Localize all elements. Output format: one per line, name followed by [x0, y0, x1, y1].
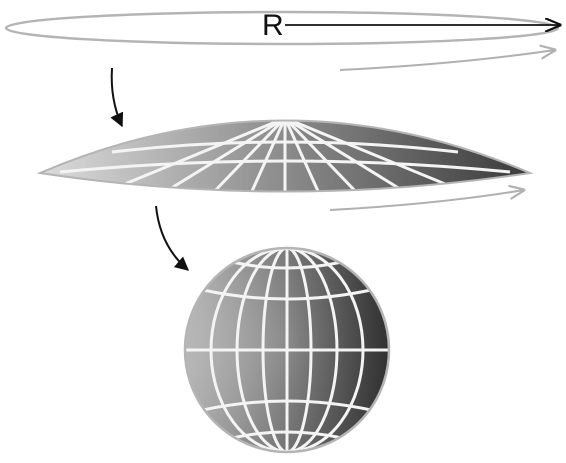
rotation-arrow-top	[339, 50, 555, 71]
lens-grid	[59, 120, 511, 192]
transition-arrow-1	[110, 67, 124, 128]
sphere-outline	[183, 246, 391, 454]
sphere-grid	[185, 248, 389, 452]
radius-label: R	[262, 9, 284, 42]
rotation-arrow-middle	[329, 190, 524, 211]
curved-lens	[36, 119, 534, 211]
transition-arrow-2	[155, 205, 190, 271]
flat-disk: R	[4, 9, 560, 71]
sphere	[183, 246, 391, 454]
lens-outline	[36, 119, 534, 193]
